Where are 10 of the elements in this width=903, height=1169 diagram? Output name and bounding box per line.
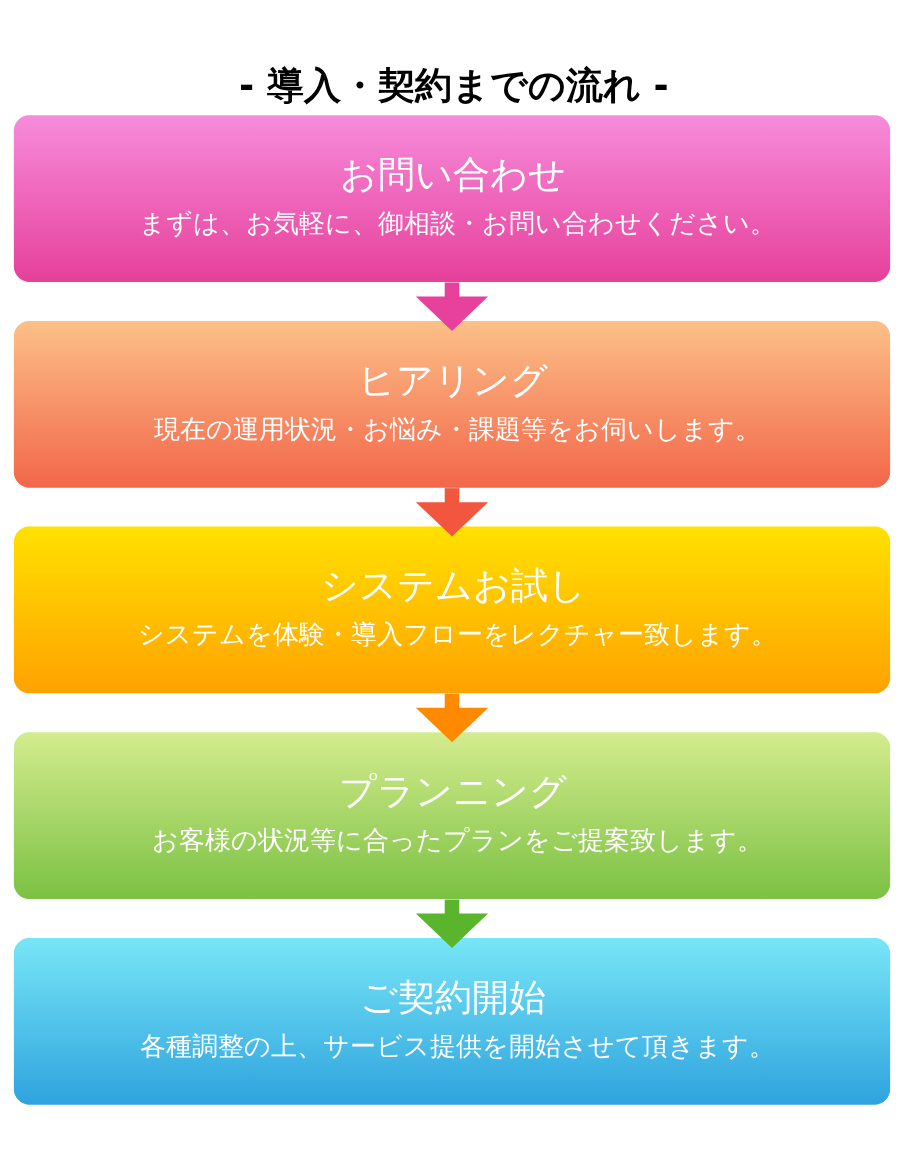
node-box: プランニング お客様の状況等に合ったプランをご提案致します。	[13, 731, 890, 899]
diagram-title: - 導入・契約までの流れ -	[238, 63, 669, 107]
arrow	[415, 487, 488, 537]
node-box: システムお試し システムを体験・導入フローをレクチャー致します。	[13, 526, 890, 693]
arrow	[415, 282, 488, 331]
arrow	[415, 899, 488, 948]
node-box: お問い合わせ まずは、お気軽に、御相談・お問い合わせください。	[13, 114, 890, 282]
arrow	[415, 693, 488, 742]
node-box: ヒアリング 現在の運用状況・お悩み・課題等をお伺いします。	[13, 320, 890, 488]
node-box: ご契約開始 各種調整の上、サービス提供を開始させて頂きます。	[13, 937, 890, 1105]
